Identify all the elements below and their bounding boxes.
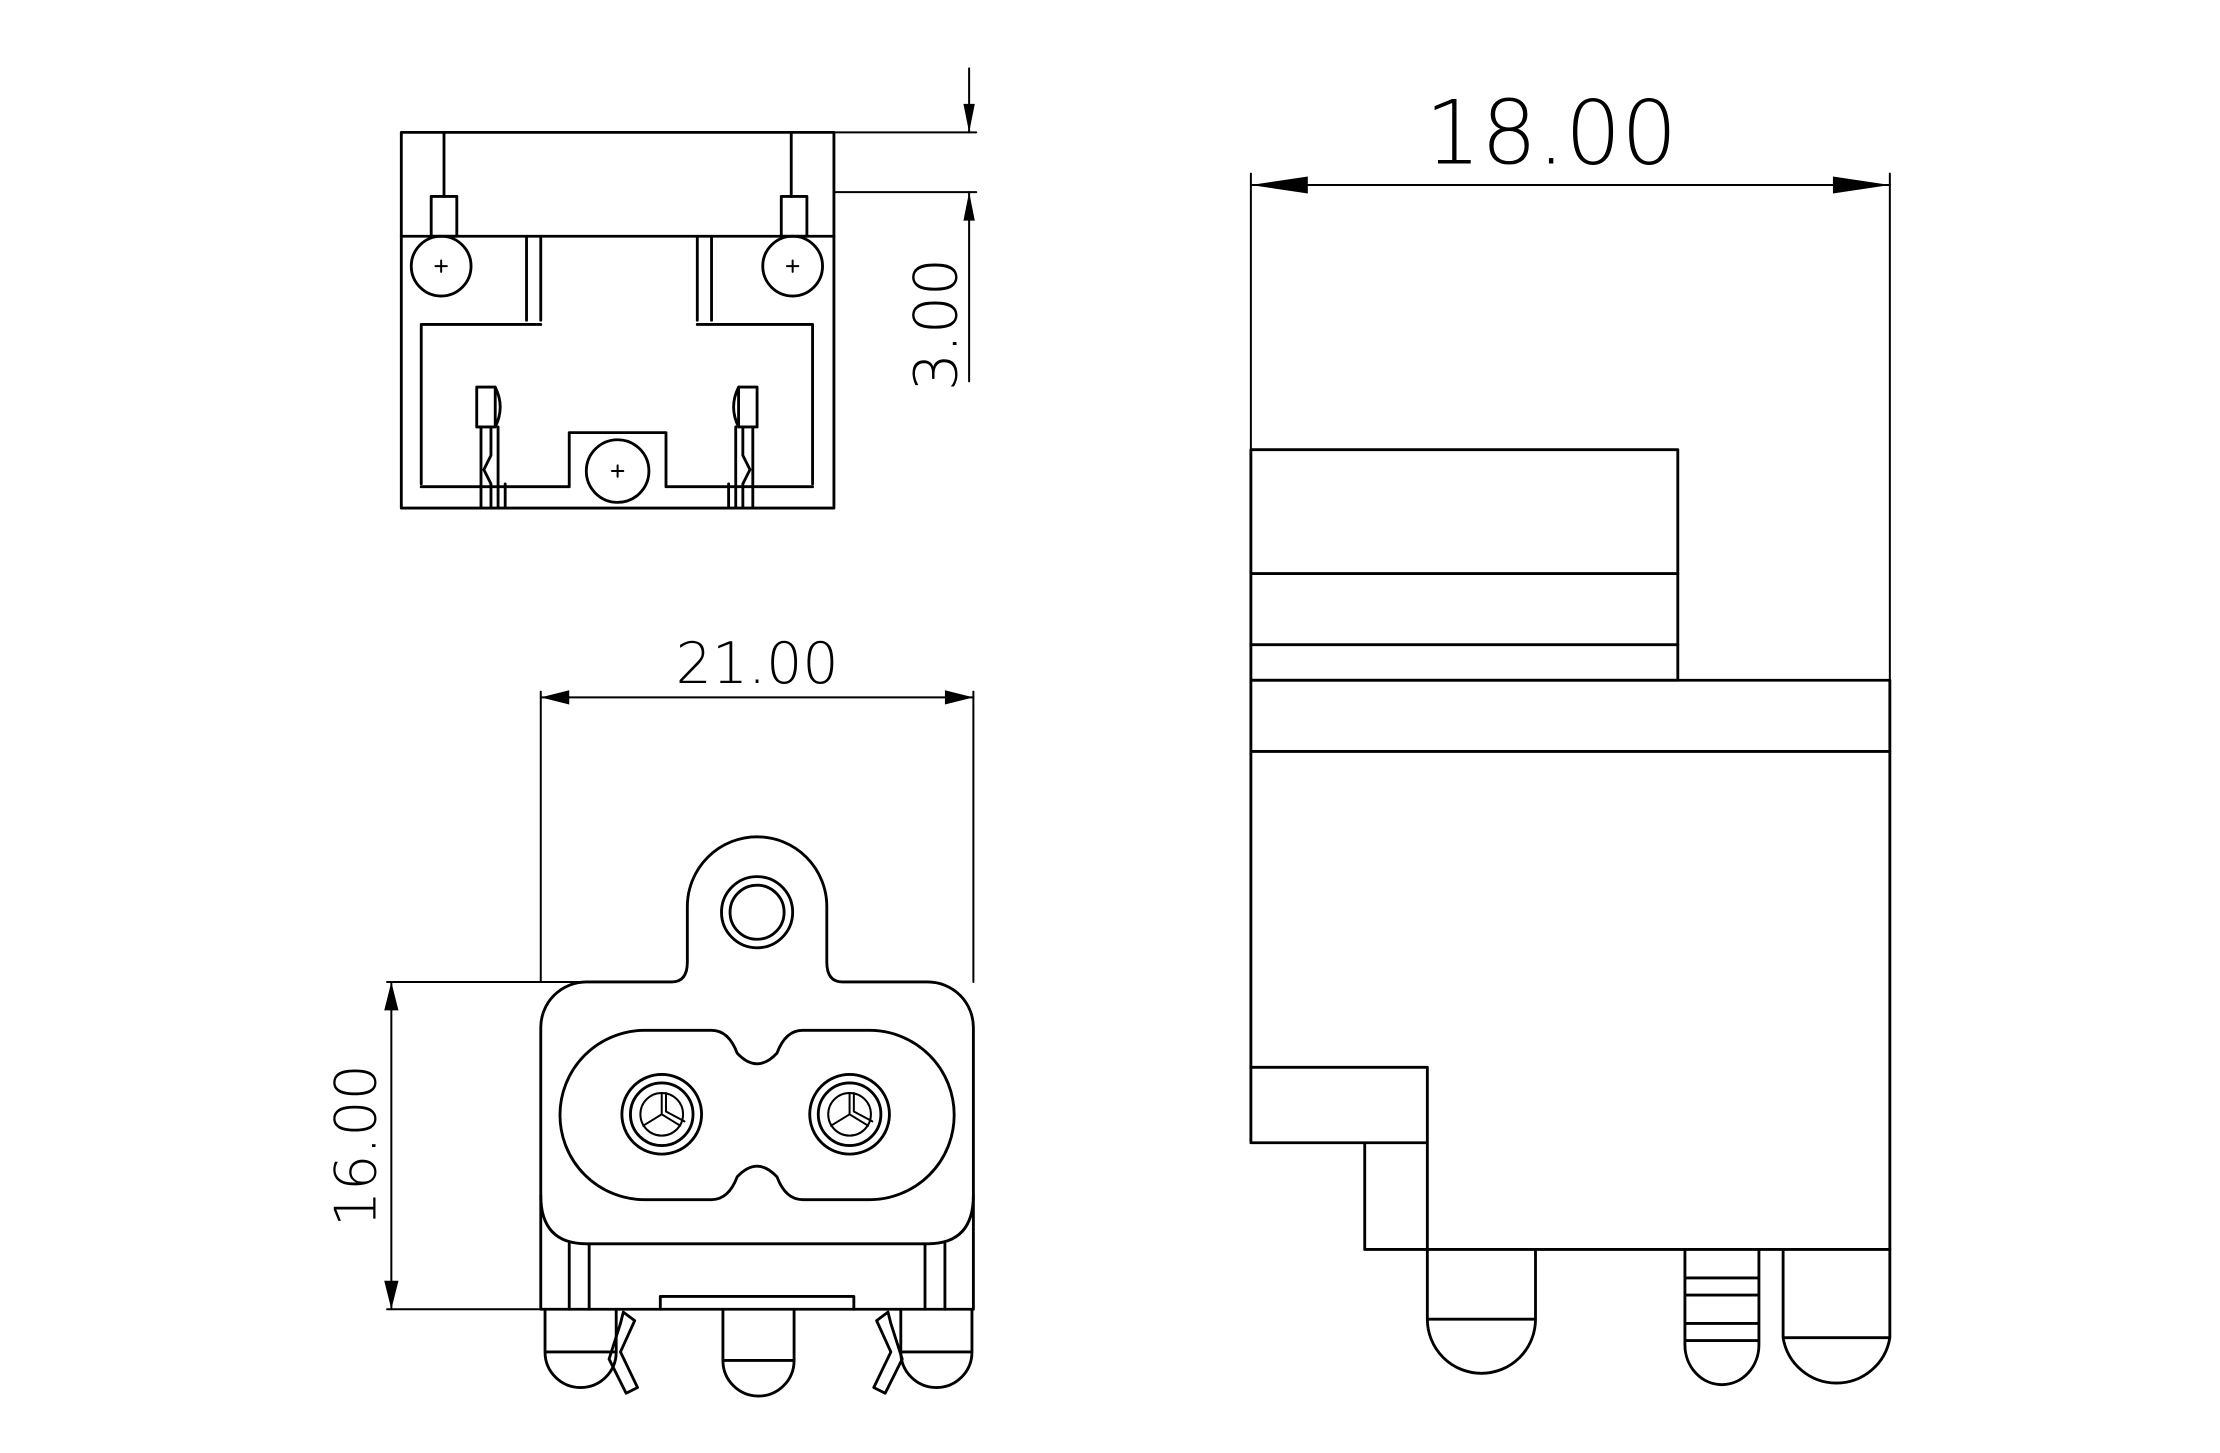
dim-3-00: 3.00 (902, 258, 971, 391)
side-pin-3 (1781, 1248, 1892, 1385)
side-view: 18.00 (1249, 82, 1892, 1387)
socket-face (558, 1028, 956, 1202)
dim-18-00: 18.00 (1425, 82, 1678, 185)
tab-hole (720, 875, 795, 950)
front-pin-left (543, 1307, 618, 1389)
mounting-hole-right (761, 234, 824, 298)
front-pin-center (721, 1307, 796, 1398)
front-view-outline (539, 835, 975, 1311)
side-view-body (1249, 749, 1892, 1251)
front-view: 21.00 16.00 (324, 631, 975, 1398)
side-pin-2 (1683, 1248, 1761, 1387)
center-pin (584, 438, 651, 504)
dim-21-00: 21.00 (676, 631, 839, 697)
top-view: 3.00 (399, 67, 978, 510)
mounting-hole-left (409, 234, 473, 298)
dim-16-00: 16.00 (324, 1064, 390, 1227)
side-pin-1 (1425, 1248, 1537, 1375)
front-pin-right (899, 1307, 974, 1389)
contact-left (620, 1073, 703, 1156)
top-view-outline (399, 130, 836, 510)
contact-right (808, 1073, 891, 1156)
